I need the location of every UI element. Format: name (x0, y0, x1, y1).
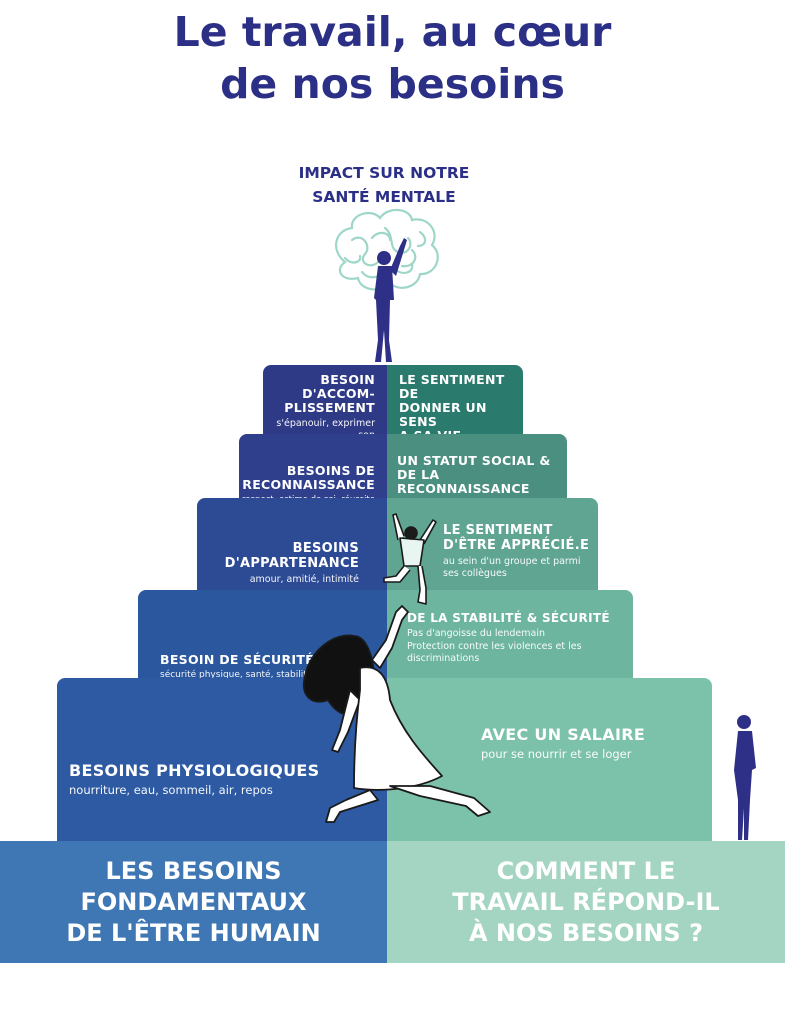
title-line: DONNER UN SENS (399, 400, 487, 429)
impact-heading: IMPACT SUR NOTRE SANTÉ MENTALE (234, 161, 534, 209)
title-line: BESOINS DE (286, 463, 375, 478)
bottom-right-panel: COMMENT LE TRAVAIL RÉPOND-IL À NOS BESOI… (387, 841, 785, 963)
climbing-man-icon (374, 238, 407, 362)
tier-right-title: DE LA STABILITÉ & SÉCURITÉ (407, 611, 633, 625)
subtitle-line: pour se nourrir et se loger (481, 746, 632, 761)
climbing-child-icon (383, 513, 437, 605)
subtitle-line: Protection contre les violences et les d… (407, 640, 582, 665)
title-line-2: de nos besoins (220, 60, 565, 108)
bottom-left-line: FONDAMENTAUX (80, 887, 307, 916)
title-line: RECONNAISSANCE (242, 477, 375, 492)
impact-line-1: IMPACT SUR NOTRE (298, 164, 470, 182)
bottom-right-line: TRAVAIL RÉPOND-IL (452, 887, 720, 916)
impact-line-2: SANTÉ MENTALE (312, 188, 456, 206)
tier-left-subtitle: sécurité physique, santé, stabilité (160, 670, 314, 682)
subtitle-line: au sein d'un groupe et parmi (443, 556, 581, 568)
title-line: LE SENTIMENT (443, 523, 553, 538)
title-line: BESOINS (292, 541, 359, 556)
bottom-left-line: LES BESOINS (105, 856, 282, 885)
subtitle-line: amour, amitié, intimité (249, 574, 359, 586)
subtitle-line: sécurité physique, santé, stabilité (160, 670, 313, 680)
tier-right-label: AVEC UN SALAIRE pour se nourrir et se log… (481, 726, 645, 762)
title-line-1: Le travail, au cœur (173, 8, 612, 56)
bottom-right-line: À NOS BESOINS ? (468, 918, 703, 947)
subtitle-line: Pas d'angoisse du lendemain (407, 628, 546, 640)
tier-right-panel: AVEC UN SALAIRE pour se nourrir et se log… (387, 678, 712, 841)
title-line: UN STATUT SOCIAL & (397, 453, 551, 468)
title-line: DE LA RECONNAISSANCE (397, 467, 530, 496)
page-title: Le travail, au cœur de nos besoins (0, 6, 785, 110)
tier-right-title: AVEC UN SALAIRE (481, 726, 645, 744)
title-line: DE LA STABILITÉ & SÉCURITÉ (407, 611, 610, 625)
title-line: BESOIN (320, 372, 375, 387)
subtitle-line: nourriture, eau, sommeil, air, repos (69, 782, 273, 797)
title-line: D'ÊTRE APPRÉCIÉ.E (443, 537, 590, 553)
tier-left-label: BESOINS PHYSIOLOGIQUES nourriture, eau, s… (69, 762, 319, 798)
tier-right-title: UN STATUT SOCIAL &DE LA RECONNAISSANCE (397, 454, 567, 496)
bottom-left-panel: LES BESOINS FONDAMENTAUX DE L'ÊTRE HUMAI… (0, 841, 387, 963)
tier-right-subtitle: pour se nourrir et se loger (481, 747, 645, 762)
bottom-right-line: COMMENT LE (496, 856, 676, 885)
bottom-left-line: DE L'ÊTRE HUMAIN (66, 918, 321, 947)
title-line: LE SENTIMENT DE (399, 372, 505, 401)
tier-left-title: BESOINS PHYSIOLOGIQUES (69, 762, 319, 780)
title-line: PLISSEMENT (284, 400, 375, 415)
title-line: D'ACCOM- (302, 386, 375, 401)
title-line: D'APPARTENANCE (224, 555, 359, 571)
tier-right-label: DE LA STABILITÉ & SÉCURITÉ Pas d'angoisse… (407, 611, 633, 665)
title-line: BESOINS PHYSIOLOGIQUES (69, 761, 320, 780)
title-line: AVEC UN SALAIRE (481, 725, 646, 744)
subtitle-line: ses collègues (443, 568, 507, 580)
title-line: BESOIN DE SÉCURITÉ (160, 652, 315, 667)
tier-left-subtitle: nourriture, eau, sommeil, air, repos (69, 783, 319, 798)
tier-left-label: BESOIN DE SÉCURITÉ sécurité physique, san… (160, 653, 314, 682)
tier-left-subtitle: amour, amitié, intimité (225, 574, 359, 586)
climbing-woman-icon (302, 605, 491, 823)
tier-left-title: BESOIN DE SÉCURITÉ (160, 653, 314, 667)
standing-man-icon (734, 715, 756, 840)
